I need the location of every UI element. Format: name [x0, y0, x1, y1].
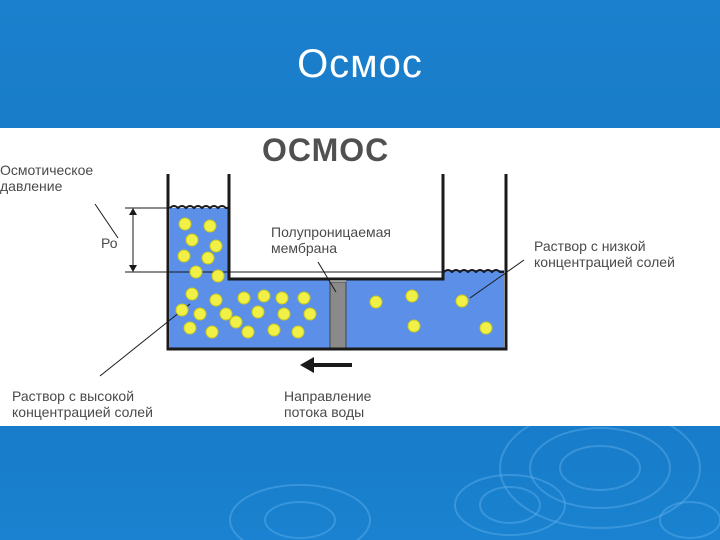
particle	[407, 319, 421, 333]
osmosis-diagram	[94, 174, 525, 377]
particle	[219, 307, 233, 321]
particle	[237, 291, 251, 305]
osmotic-pressure-label: Осмотическое давление	[0, 162, 94, 194]
low-concentration-label: Раствор с низкой концентрацией солей	[534, 238, 675, 270]
particle	[201, 251, 215, 265]
particle	[183, 321, 197, 335]
particle	[275, 291, 289, 305]
membrane	[329, 281, 347, 349]
particle	[277, 307, 291, 321]
particle	[178, 217, 192, 231]
membrane-leader	[317, 261, 337, 293]
right-column-water	[444, 270, 504, 280]
left-water-surface	[169, 205, 228, 210]
flow-arrow-head	[300, 357, 314, 373]
particle	[203, 219, 217, 233]
particle	[209, 293, 223, 307]
particle	[193, 307, 207, 321]
particle	[189, 265, 203, 279]
particle	[185, 287, 199, 301]
inner-walls	[227, 174, 445, 281]
particle	[209, 239, 223, 253]
po-arrowhead-top	[129, 208, 137, 215]
po-arrowhead-bottom	[129, 265, 137, 272]
particle	[405, 289, 419, 303]
particle	[211, 269, 225, 283]
solute-particles	[175, 217, 493, 339]
particle	[257, 289, 271, 303]
flow-direction-label: Направление потока воды	[284, 388, 372, 420]
particle	[185, 233, 199, 247]
high-concentration-label: Раствор с высокой концентрацией солей	[12, 388, 153, 420]
particle	[229, 315, 243, 329]
right-water-surface	[443, 269, 504, 274]
particle	[303, 307, 317, 321]
particle	[291, 325, 305, 339]
particle	[455, 294, 469, 308]
particle	[241, 325, 255, 339]
particle	[369, 295, 383, 309]
po-label: Ро	[101, 235, 118, 251]
particle	[175, 303, 189, 317]
container-walls	[166, 174, 508, 351]
bottom-right-water	[346, 278, 504, 348]
membrane-label: Полупроницаемая мембрана	[271, 224, 391, 256]
particle	[479, 321, 493, 335]
osmosis-figure: ОСМОС Осмотическое давление Ро Полупрони…	[0, 128, 720, 426]
particle	[177, 249, 191, 263]
slide-title: Осмос	[297, 42, 423, 86]
particle	[251, 305, 265, 319]
diagram-title: ОСМОС	[262, 132, 390, 168]
particle	[297, 291, 311, 305]
low-conc-leader	[469, 259, 525, 299]
pressure-leader	[94, 203, 119, 239]
high-conc-leader	[99, 303, 191, 377]
particle	[267, 323, 281, 337]
particle	[205, 325, 219, 339]
